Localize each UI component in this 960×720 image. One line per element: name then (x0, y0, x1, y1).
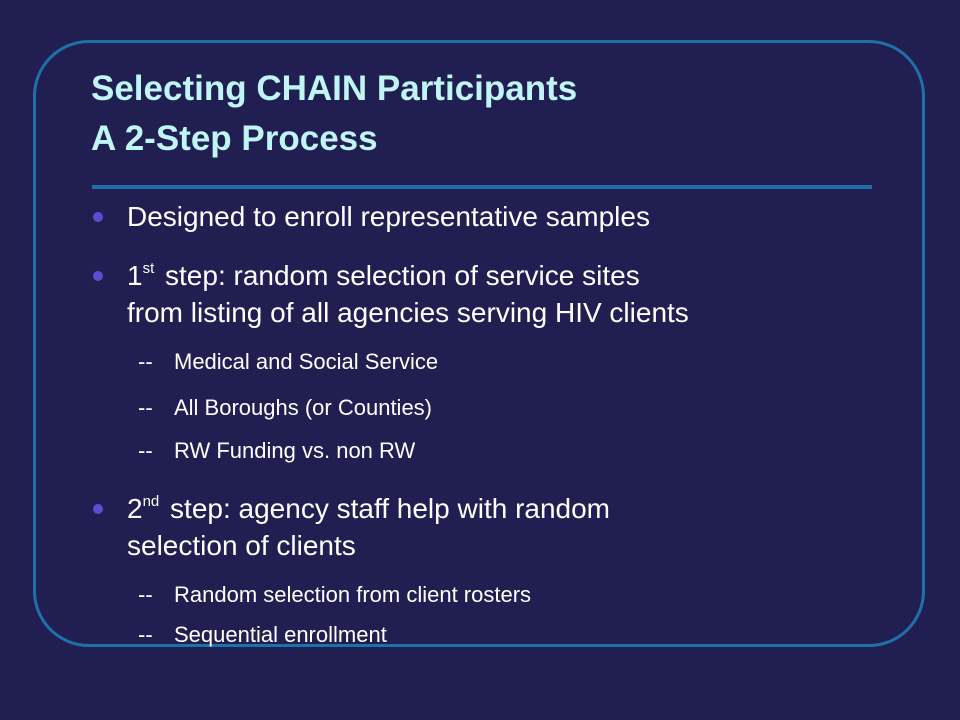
title-line-1: Selecting CHAIN Participants (91, 69, 578, 108)
sub-item-boroughs: -- All Boroughs (or Counties) (138, 394, 432, 422)
dash-icon: -- (138, 622, 153, 647)
bullet-icon (93, 212, 103, 222)
bullet-number: 1 (127, 260, 143, 291)
bullet-item-designed: Designed to enroll representative sample… (93, 198, 650, 235)
title-divider (92, 185, 872, 189)
bullet-text-line-2: from listing of all agencies serving HIV… (127, 297, 689, 328)
dash-icon: -- (138, 582, 153, 607)
bullet-text-line-2: selection of clients (127, 530, 356, 561)
dash-icon: -- (138, 395, 153, 420)
slide-title: Selecting CHAIN Participants A 2-Step Pr… (91, 64, 577, 164)
sub-item-funding: -- RW Funding vs. non RW (138, 437, 415, 465)
bullet-superscript: st (142, 260, 155, 277)
sub-item-text: All Boroughs (or Counties) (174, 395, 433, 420)
bullet-number: 2 (127, 493, 143, 524)
sub-item-sequential: -- Sequential enrollment (138, 621, 387, 649)
sub-item-medical: -- Medical and Social Service (138, 348, 438, 376)
bullet-icon (93, 504, 103, 514)
bullet-item-second-step: 2nd step: agency staff help with random … (93, 490, 611, 564)
title-line-2: A 2-Step Process (91, 119, 378, 158)
bullet-item-first-step: 1st step: random selection of service si… (93, 257, 689, 331)
sub-item-text: Random selection from client rosters (174, 582, 532, 607)
slide-frame (33, 40, 925, 647)
bullet-text-line-1: step: agency staff help with random (170, 493, 611, 524)
sub-item-text: Medical and Social Service (174, 349, 439, 374)
sub-item-random-selection: -- Random selection from client rosters (138, 581, 531, 609)
sub-item-text: Sequential enrollment (174, 622, 387, 647)
bullet-icon (93, 271, 103, 281)
bullet-superscript: nd (142, 493, 160, 510)
sub-item-text: RW Funding vs. non RW (174, 438, 416, 463)
dash-icon: -- (138, 438, 153, 463)
bullet-text: Designed to enroll representative sample… (127, 201, 650, 232)
bullet-text-line-1: step: random selection of service sites (165, 260, 640, 291)
dash-icon: -- (138, 349, 153, 374)
